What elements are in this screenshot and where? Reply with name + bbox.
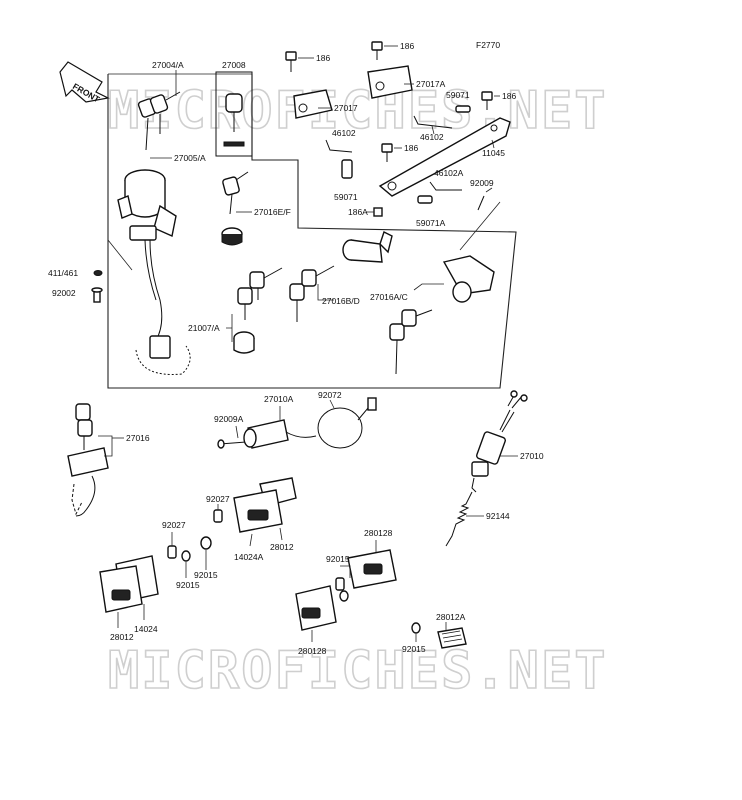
rod-46102-b [325, 139, 353, 153]
label-280128-b: 280128 [298, 646, 327, 656]
washer-411 [93, 270, 103, 276]
bulb-92027-b [167, 545, 177, 559]
label-92015-d: 92015 [402, 644, 426, 654]
label-27016: 27016 [126, 433, 150, 443]
label-27010A: 27010A [264, 394, 294, 404]
label-92002: 92002 [52, 288, 76, 298]
lock-body-27016BD [342, 231, 393, 263]
label-186-b: 186 [400, 41, 414, 51]
label-92015-a: 92015 [194, 570, 218, 580]
label-92027-b: 92027 [162, 520, 186, 530]
grommet-92015-d [411, 622, 421, 634]
grommet-92015-b [181, 550, 191, 562]
watermark-top: MICROFICHES.NET [108, 81, 608, 141]
lens-280128-a [347, 549, 397, 589]
switch-27010A [243, 397, 377, 449]
label-92015-c: 92015 [326, 554, 350, 564]
label-186A: 186A [348, 207, 368, 217]
label-92009A: 92009A [214, 414, 244, 424]
label-46102-a: 46102 [420, 132, 444, 142]
pin-59071-a [455, 105, 471, 113]
lock-set-frame [107, 74, 517, 389]
bolt-186A [373, 207, 383, 217]
label-59071-b: 59071 [334, 192, 358, 202]
lock-27016AC [389, 255, 495, 375]
pin-59071A [417, 195, 433, 204]
label-59071: 59071 [446, 90, 470, 100]
label-27005A: 27005/A [174, 153, 206, 163]
key-tag-27008 [215, 71, 253, 157]
label-92009: 92009 [470, 178, 494, 188]
label-280128-a: 280128 [364, 528, 393, 538]
label-186-a: 186 [316, 53, 330, 63]
label-21007A: 21007/A [188, 323, 220, 333]
label-27008: 27008 [222, 60, 246, 70]
figure-code: F2770 [476, 40, 500, 50]
key-lock-27016EF [221, 171, 249, 246]
label-11045: 11045 [482, 148, 505, 158]
label-27010: 27010 [520, 451, 544, 461]
label-27016AC: 27016A/C [370, 292, 408, 302]
label-46102-b: 46102 [332, 128, 356, 138]
lens-280128-b [295, 585, 337, 631]
label-28012-b: 28012 [110, 632, 134, 642]
label-411461: 411/461 [48, 268, 78, 278]
pin-59071-b [341, 159, 353, 179]
label-92027-a: 92027 [206, 494, 230, 504]
label-186-c: 186 [502, 91, 516, 101]
label-27004A: 27004/A [152, 60, 184, 70]
bulb-92027-a [213, 509, 223, 523]
bracket-27017 [293, 89, 333, 119]
label-14024: 14024 [134, 624, 158, 634]
lens-28012A [437, 627, 467, 649]
bolt-186-a [285, 51, 297, 72]
spring-92144 [445, 491, 473, 547]
bolt-186-d [381, 143, 393, 162]
label-92144: 92144 [486, 511, 510, 521]
bracket-11045 [378, 117, 511, 197]
label-14024A: 14024A [234, 552, 264, 562]
ignition-switch-27005 [117, 169, 191, 375]
label-92072: 92072 [318, 390, 342, 400]
key-21007 [233, 267, 283, 354]
rod-46102-a [413, 115, 453, 129]
label-28012-a: 28012 [270, 542, 294, 552]
helmet-lock-27016 [67, 403, 109, 517]
lens-28012-a [233, 477, 297, 533]
key-27004 [137, 91, 181, 151]
label-46102A: 46102A [434, 168, 464, 178]
screw-92009 [477, 195, 485, 211]
label-27017: 27017 [334, 103, 358, 113]
label-28012A: 28012A [436, 612, 466, 622]
bolt-186-c [481, 91, 493, 110]
label-27016BD: 27016B/D [322, 296, 360, 306]
label-27016EF: 27016E/F [254, 207, 291, 217]
switch-27010 [471, 390, 528, 493]
grommet-92015-a [200, 536, 212, 550]
lens-28012-b [99, 555, 159, 613]
label-186-d: 186 [404, 143, 418, 153]
front-arrow-icon: FRONT [59, 61, 110, 105]
bolt-186-b [371, 41, 383, 60]
label-92015-b: 92015 [176, 580, 200, 590]
bulb-92015-c [335, 577, 345, 591]
label-59071A: 59071A [416, 218, 446, 228]
label-27017A: 27017A [416, 79, 446, 89]
key-27016BD [289, 265, 335, 322]
watermark-bottom: MICROFICHES.NET [108, 641, 608, 701]
rod-46102A [429, 181, 462, 191]
